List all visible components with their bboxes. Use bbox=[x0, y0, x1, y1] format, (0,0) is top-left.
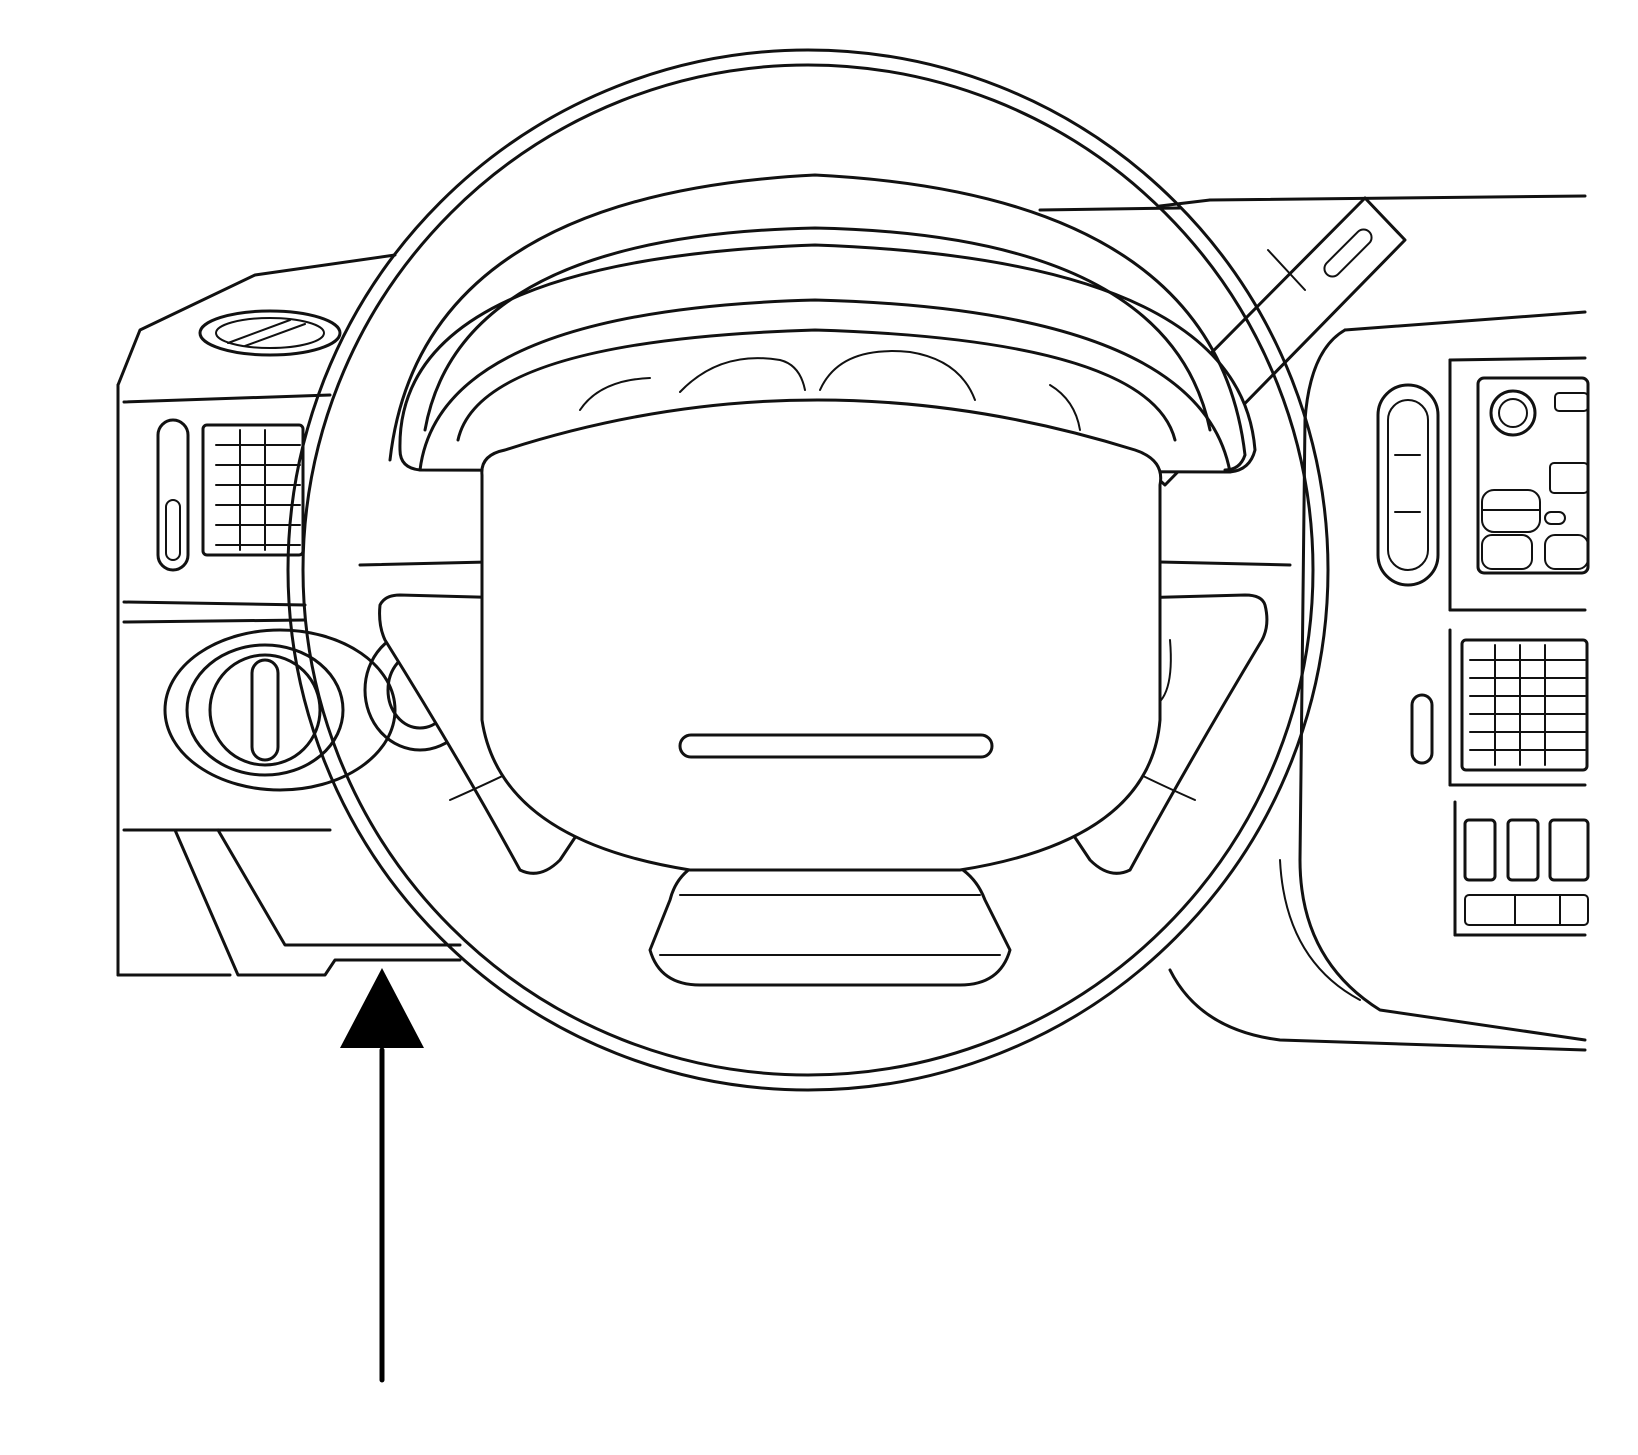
left-air-vent bbox=[156, 418, 305, 572]
defrost-speaker bbox=[198, 309, 342, 357]
instrument-panel bbox=[116, 194, 1587, 1052]
steering-wheel bbox=[286, 48, 1330, 1092]
hvac-controls bbox=[1463, 818, 1590, 926]
instrument-cluster-hood bbox=[398, 243, 1257, 474]
hazard-switch bbox=[1376, 383, 1440, 587]
knee-bolster-panel bbox=[173, 828, 462, 977]
arrow-up-icon bbox=[340, 968, 424, 1383]
radio bbox=[1476, 376, 1590, 575]
center-stack bbox=[1448, 356, 1587, 937]
airbag-cover bbox=[480, 398, 1163, 872]
center-air-vent bbox=[1410, 638, 1589, 772]
